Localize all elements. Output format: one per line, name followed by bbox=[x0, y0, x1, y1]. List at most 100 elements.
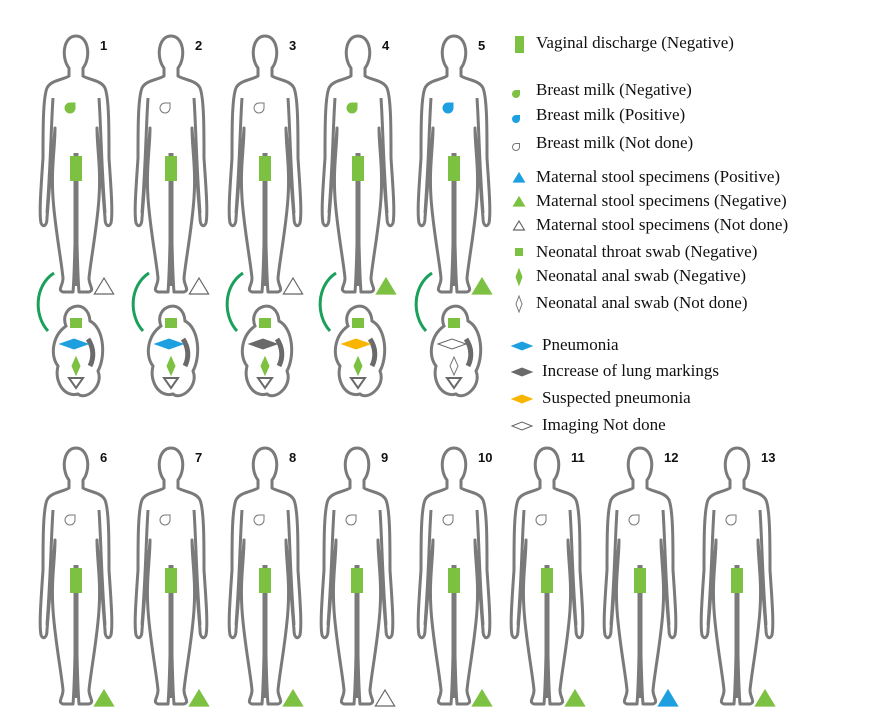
link-arc bbox=[131, 271, 150, 333]
vaginal-discharge-icon bbox=[259, 156, 271, 181]
arm-line bbox=[706, 509, 716, 626]
link-arc bbox=[36, 271, 55, 333]
arm-line bbox=[45, 97, 55, 214]
patient-5: 5 bbox=[414, 34, 493, 398]
throat-swab-negative-icon bbox=[352, 318, 364, 328]
arm-line bbox=[327, 97, 337, 214]
neonate-foot bbox=[445, 377, 463, 390]
legend-item: Suspected pneumonia bbox=[510, 388, 691, 407]
vaginal-discharge-icon bbox=[352, 156, 364, 181]
vaginal-discharge-icon bbox=[515, 36, 524, 53]
arm-line bbox=[234, 509, 244, 626]
stool-positive-icon bbox=[657, 688, 679, 707]
link-arc bbox=[318, 271, 337, 333]
patient-number: 11 bbox=[571, 450, 585, 465]
throat-swab-negative-icon bbox=[70, 318, 82, 328]
neonate-outline bbox=[146, 304, 200, 398]
patient-number: 7 bbox=[195, 450, 202, 465]
anal-swab-negative-icon bbox=[166, 355, 176, 377]
patient-9: 9 bbox=[319, 446, 396, 707]
throat-swab-negative-icon bbox=[165, 318, 177, 328]
neonate-arm bbox=[463, 337, 474, 368]
breast-milk-notdone-icon bbox=[345, 514, 357, 526]
patient-8: 8 bbox=[227, 446, 304, 707]
neonate-foot bbox=[162, 377, 180, 390]
patient-number: 1 bbox=[100, 38, 107, 53]
legend-label: Maternal stool specimens (Positive) bbox=[536, 167, 780, 186]
patient-1: 1 bbox=[36, 34, 115, 398]
arm-line bbox=[609, 509, 619, 626]
arm-line bbox=[568, 509, 578, 626]
throat-swab-negative-icon bbox=[448, 318, 460, 328]
throat-swab-negative-icon bbox=[515, 248, 523, 256]
arm-line bbox=[423, 97, 433, 214]
legend-label: Maternal stool specimens (Negative) bbox=[536, 191, 787, 210]
neonate-arm bbox=[180, 337, 191, 368]
legend-label: Breast milk (Negative) bbox=[536, 80, 692, 99]
stool-negative-icon bbox=[188, 688, 210, 707]
arm-line bbox=[475, 509, 485, 626]
legend-label: Maternal stool specimens (Not done) bbox=[536, 215, 788, 234]
vaginal-discharge-icon bbox=[448, 156, 460, 181]
breast-milk-notdone-icon bbox=[159, 102, 171, 114]
neonate-arm bbox=[85, 337, 96, 368]
arm-line bbox=[661, 509, 671, 626]
legend-item: Breast milk (Positive) bbox=[512, 105, 685, 124]
patient-7: 7 bbox=[133, 446, 210, 707]
breast-milk-notdone-icon bbox=[253, 102, 265, 114]
legend-item: Neonatal throat swab (Negative) bbox=[515, 242, 757, 261]
anal-swab-negative-icon bbox=[71, 355, 81, 377]
imaging-pneumonia-icon bbox=[58, 338, 90, 350]
legend-item: Breast milk (Negative) bbox=[512, 80, 692, 99]
patient-3: 3 bbox=[225, 34, 304, 398]
patient-number: 6 bbox=[100, 450, 107, 465]
legend-label: Pneumonia bbox=[542, 335, 619, 354]
stool-negative-icon bbox=[754, 688, 776, 707]
patient-4: 4 bbox=[318, 34, 397, 398]
link-arc bbox=[225, 271, 244, 333]
stool-negative-icon bbox=[564, 688, 586, 707]
legend-item: Maternal stool specimens (Not done) bbox=[512, 215, 788, 234]
neonate-foot bbox=[67, 377, 85, 390]
breast-milk-notdone-icon bbox=[628, 514, 640, 526]
legend: Vaginal discharge (Negative) Breast milk … bbox=[510, 33, 788, 434]
link-arc bbox=[414, 271, 433, 333]
imaging-pneumonia-icon bbox=[510, 341, 534, 351]
stool-positive-icon bbox=[512, 171, 526, 183]
legend-label: Increase of lung markings bbox=[542, 361, 719, 380]
patient-number: 10 bbox=[478, 450, 492, 465]
arm-line bbox=[140, 97, 150, 214]
arm-line bbox=[234, 97, 244, 214]
arm-line bbox=[140, 509, 150, 626]
patient-number: 3 bbox=[289, 38, 296, 53]
stool-negative-icon bbox=[282, 688, 304, 707]
legend-item: Imaging Not done bbox=[510, 415, 666, 434]
legend-item: Breast milk (Not done) bbox=[512, 133, 693, 152]
neonate-outline bbox=[333, 304, 387, 398]
imaging-pneumonia-icon bbox=[153, 338, 185, 350]
vaginal-discharge-icon bbox=[351, 568, 363, 593]
stool-notdone-icon bbox=[374, 688, 396, 707]
arm-line bbox=[516, 509, 526, 626]
legend-item: Neonatal anal swab (Negative) bbox=[515, 266, 746, 287]
arm-line bbox=[97, 97, 107, 214]
arm-line bbox=[378, 509, 388, 626]
vaginal-discharge-icon bbox=[70, 156, 82, 181]
vaginal-discharge-icon bbox=[165, 156, 177, 181]
imaging-suspected-icon bbox=[510, 394, 534, 404]
legend-item: Neonatal anal swab (Not done) bbox=[515, 293, 747, 314]
vaginal-discharge-icon bbox=[165, 568, 177, 593]
neonate-foot bbox=[349, 377, 367, 390]
legend-label: Breast milk (Not done) bbox=[536, 133, 693, 152]
imaging-markings-icon bbox=[247, 338, 279, 350]
arm-line bbox=[192, 509, 202, 626]
legend-label: Vaginal discharge (Negative) bbox=[536, 33, 734, 52]
patient-number: 2 bbox=[195, 38, 202, 53]
breast-milk-negative-icon bbox=[346, 102, 358, 114]
breast-milk-positive-icon bbox=[442, 102, 454, 114]
breast-milk-notdone-icon bbox=[725, 514, 737, 526]
legend-item: Increase of lung markings bbox=[510, 361, 719, 380]
arm-line bbox=[97, 509, 107, 626]
legend-item: Maternal stool specimens (Positive) bbox=[512, 167, 780, 186]
